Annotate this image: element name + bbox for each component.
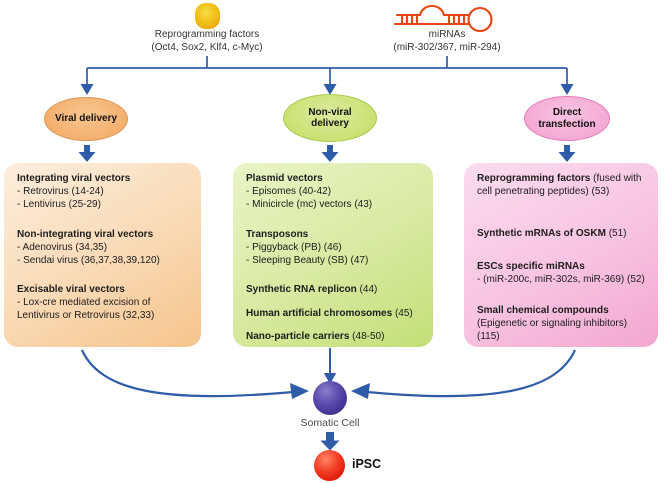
reprogramming-factors-title: Reprogramming factors [154, 29, 260, 40]
list-item: - Piggyback (PB) (46) [246, 242, 342, 253]
reprogramming-factors-label: Reprogramming factors (Oct4, Sox2, Klf4,… [127, 29, 287, 54]
list-item: - (miR-200c, miR-302s, miR-369) (52) [477, 274, 645, 285]
viral-block-arrow [78, 145, 96, 162]
list-item: - Minicircle (mc) vectors (43) [246, 199, 373, 210]
non-viral-delivery-oval-label: Non-viral delivery [308, 106, 352, 130]
list-item: - Adenovirus (34,35) [17, 242, 108, 253]
viral-delivery-oval-label: Viral delivery [54, 113, 118, 125]
excisable-viral-vectors-group: Excisable viral vectors - Lox-cre mediat… [17, 283, 189, 322]
synthetic-mrnas-oskm-item: Synthetic mRNAs of OSKM (51) [477, 228, 627, 239]
integrating-viral-vectors-group: Integrating viral vectors - Retrovirus (… [17, 172, 189, 211]
plasmid-vectors-group: Plasmid vectors - Episomes (40-42) - Min… [246, 172, 421, 211]
viral-to-cell-curve [80, 349, 294, 398]
direct-transfection-oval-label: Direct transfection [538, 107, 596, 130]
non-viral-delivery-box: Plasmid vectors - Episomes (40-42) - Min… [233, 163, 433, 347]
mirna-hairpin-icon [394, 4, 493, 33]
mirnas-title: miRNAs [428, 29, 466, 40]
ipsc-label: iPSC [352, 457, 382, 471]
escs-specific-mirnas-group: ESCs specific miRNAs - (miR-200c, miR-30… [477, 261, 645, 285]
ipsc-cell-icon [314, 450, 345, 481]
somatic-cell-label: Somatic Cell [300, 417, 360, 429]
direct-to-cell-curve [366, 349, 577, 398]
reprogramming-factors-peptides-item: Reprogramming factors (fused with cell p… [477, 173, 642, 197]
nano-particle-carriers-item: Nano-particle carriers (48-50) [246, 331, 385, 342]
non-integrating-viral-vectors-group: Non-integrating viral vectors - Adenovir… [17, 228, 189, 267]
nonviral-block-arrow [321, 145, 339, 162]
mirnas-label: miRNAs (miR-302/367, miR-294) [367, 29, 527, 54]
somatic-cell-icon [313, 381, 347, 415]
list-item: - Sleeping Beauty (SB) (47) [246, 255, 369, 266]
viral-delivery-box: Integrating viral vectors - Retrovirus (… [4, 163, 201, 347]
direct-transfection-oval: Direct transfection [524, 96, 610, 141]
protein-blob-icon [195, 3, 220, 29]
direct-block-arrow [558, 145, 576, 162]
human-artificial-chromosomes-item: Human artificial chromosomes (45) [246, 308, 413, 319]
direct-transfection-box: Reprogramming factors (fused with cell p… [464, 163, 658, 347]
non-viral-delivery-oval: Non-viral delivery [283, 94, 377, 142]
small-chemical-compounds-group: Small chemical compounds (Epigenetic or … [477, 304, 646, 343]
list-item: - Sendai virus (36,37,38,39,120) [17, 255, 160, 266]
list-item: - Episomes (40-42) [246, 186, 332, 197]
viral-delivery-oval: Viral delivery [44, 97, 128, 141]
list-item: (Epigenetic or signaling inhibitors) (11… [477, 318, 628, 342]
list-item: - Lox-cre mediated excision of Lentiviru… [17, 297, 155, 321]
transposons-group: Transposons - Piggyback (PB) (46) - Slee… [246, 228, 421, 267]
list-item: - Lentivirus (25-29) [17, 199, 101, 210]
synthetic-rna-replicon-item: Synthetic RNA replicon (44) [246, 284, 378, 295]
list-item: - Retrovirus (14-24) [17, 186, 104, 197]
somatic-to-ipsc-block-arrow [320, 432, 340, 451]
reprogramming-factors-sublabel: (Oct4, Sox2, Klf4, c-Myc) [151, 41, 263, 53]
mirnas-sublabel: (miR-302/367, miR-294) [393, 41, 501, 53]
